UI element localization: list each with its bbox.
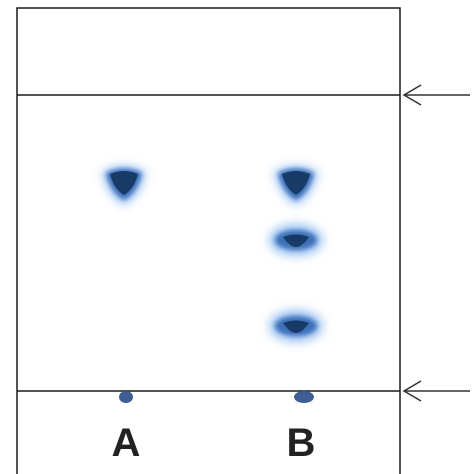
lane-b-label: B xyxy=(287,421,316,465)
lane-b-spot-3 xyxy=(269,310,323,342)
lane-b-spot-2 xyxy=(269,224,323,256)
lane-a-spot-1 xyxy=(102,166,146,205)
lane-b-origin-spot xyxy=(294,391,314,403)
lane-a-origin-spot xyxy=(119,391,133,403)
lane-b-spot-1 xyxy=(274,166,318,205)
lane-a-label: A xyxy=(112,421,141,465)
tlc-plate xyxy=(16,7,401,474)
origin-arrow-icon xyxy=(402,380,470,402)
solvent-front-arrow-icon xyxy=(402,84,470,106)
